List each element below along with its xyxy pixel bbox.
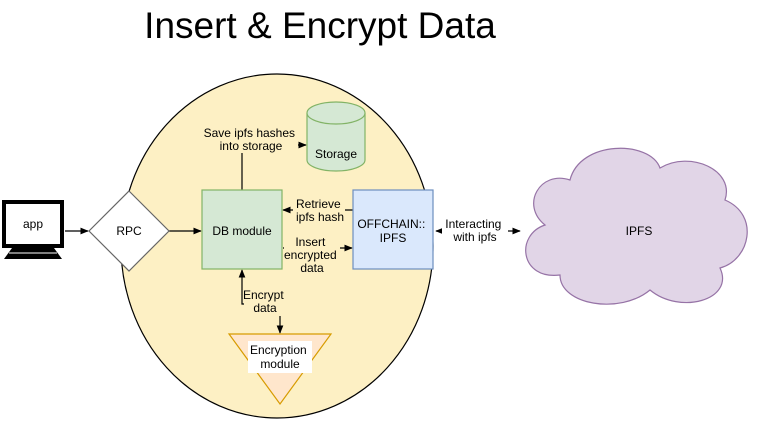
interacting-label: Interacting with ipfs xyxy=(445,217,504,244)
save-label-bg xyxy=(204,125,298,153)
ipfs-label: IPFS xyxy=(626,224,653,238)
encryption-label: Encryption module xyxy=(250,343,310,371)
ipfs-cloud-node[interactable]: IPFS xyxy=(525,147,748,305)
app-computer-icon[interactable]: app xyxy=(2,200,64,259)
offchain-box xyxy=(352,189,434,270)
rpc-node[interactable]: RPC xyxy=(88,190,170,272)
rpc-diamond xyxy=(88,190,170,272)
monitor-screen xyxy=(6,204,60,244)
db-module-node[interactable]: DB module xyxy=(201,189,283,270)
encryption-label-bg xyxy=(248,341,312,373)
retrieve-label: Retrieve ipfs hash xyxy=(296,197,344,224)
storage-label: Storage xyxy=(315,147,357,161)
offchain-ipfs-node[interactable]: OFFCHAIN:: IPFS xyxy=(352,189,434,270)
encryption-module-node[interactable]: Encryption module xyxy=(227,333,333,406)
insert-label: Insert encrypted data xyxy=(284,235,340,275)
db-module-box xyxy=(201,189,283,270)
db-module-label: DB module xyxy=(212,224,272,238)
storage-top xyxy=(306,101,366,125)
retrieve-label-bg xyxy=(293,197,345,225)
storage-cylinder[interactable]: Storage xyxy=(306,101,366,172)
insert-label-bg xyxy=(284,235,340,275)
ipfs-cloud-shape xyxy=(525,147,748,305)
rpc-label: RPC xyxy=(116,224,142,238)
save-hashes-label: Save ipfs hashes into storage xyxy=(204,126,299,153)
encrypt-label: Encrypt data xyxy=(243,288,287,315)
storage-body xyxy=(306,113,366,172)
offchain-label: OFFCHAIN:: IPFS xyxy=(357,217,428,245)
encrypt-label-bg xyxy=(244,288,286,316)
app-label: app xyxy=(23,217,43,231)
diagram-title: Insert & Encrypt Data xyxy=(144,5,496,46)
interacting-label-bg xyxy=(442,217,508,245)
